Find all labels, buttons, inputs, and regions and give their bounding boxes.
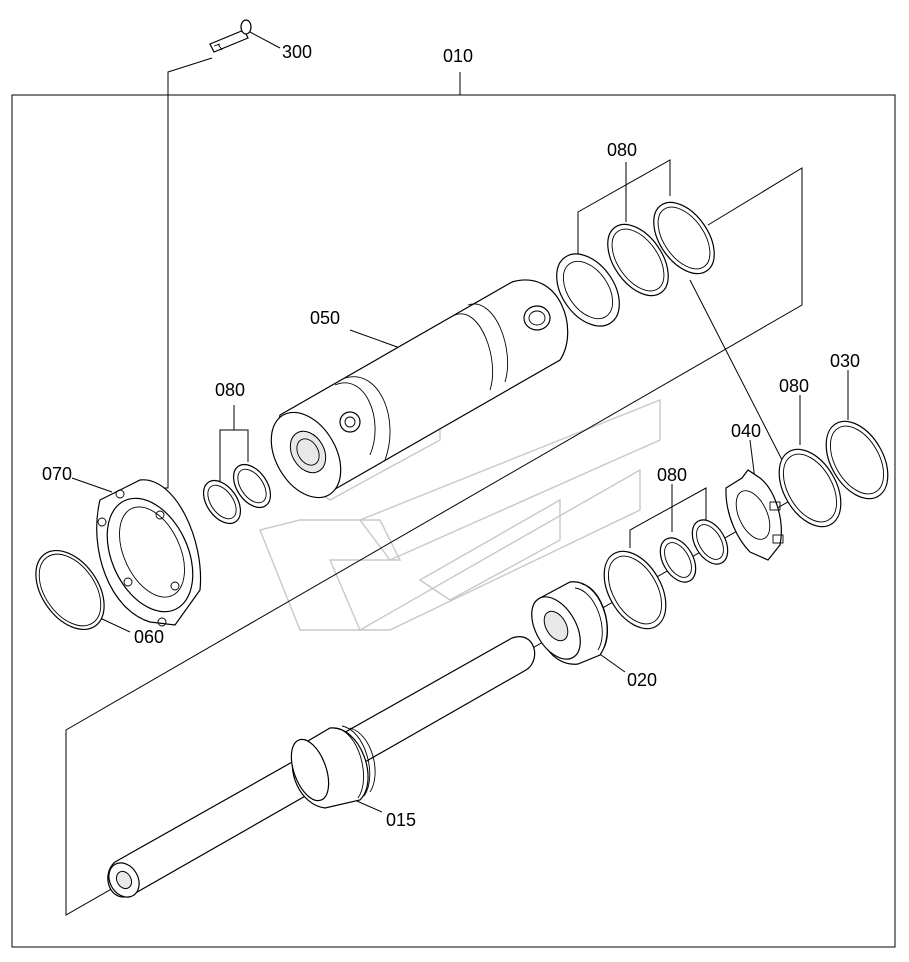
label-080-mid: 080 [657, 465, 687, 485]
piston-rod-015 [107, 636, 536, 898]
label-060: 060 [134, 627, 164, 647]
label-300: 300 [282, 42, 312, 62]
ring-030 [825, 420, 889, 500]
lock-nut-040 [725, 469, 784, 561]
label-080-top: 080 [607, 140, 637, 160]
gland-020 [531, 581, 608, 665]
part-labels: 300 010 080 050 080 070 060 040 080 030 … [42, 42, 860, 830]
snap-ring-060 [35, 549, 105, 631]
ring-080-top-group [556, 201, 715, 327]
label-080-left: 080 [215, 380, 245, 400]
label-020: 020 [627, 670, 657, 690]
label-010: 010 [443, 46, 473, 66]
bolt-300 [140, 19, 281, 489]
label-015: 015 [386, 810, 416, 830]
ring-080-right [778, 448, 842, 528]
assembly-frame [11, 72, 896, 948]
ring-080-mid-group [603, 519, 729, 630]
label-080-right: 080 [779, 376, 809, 396]
flange-070 [96, 479, 202, 627]
label-070: 070 [42, 464, 72, 484]
label-030: 030 [830, 351, 860, 371]
label-040: 040 [731, 421, 761, 441]
label-050: 050 [310, 308, 340, 328]
ring-080-left-group [202, 463, 272, 525]
cylinder-tube-050 [270, 279, 569, 499]
